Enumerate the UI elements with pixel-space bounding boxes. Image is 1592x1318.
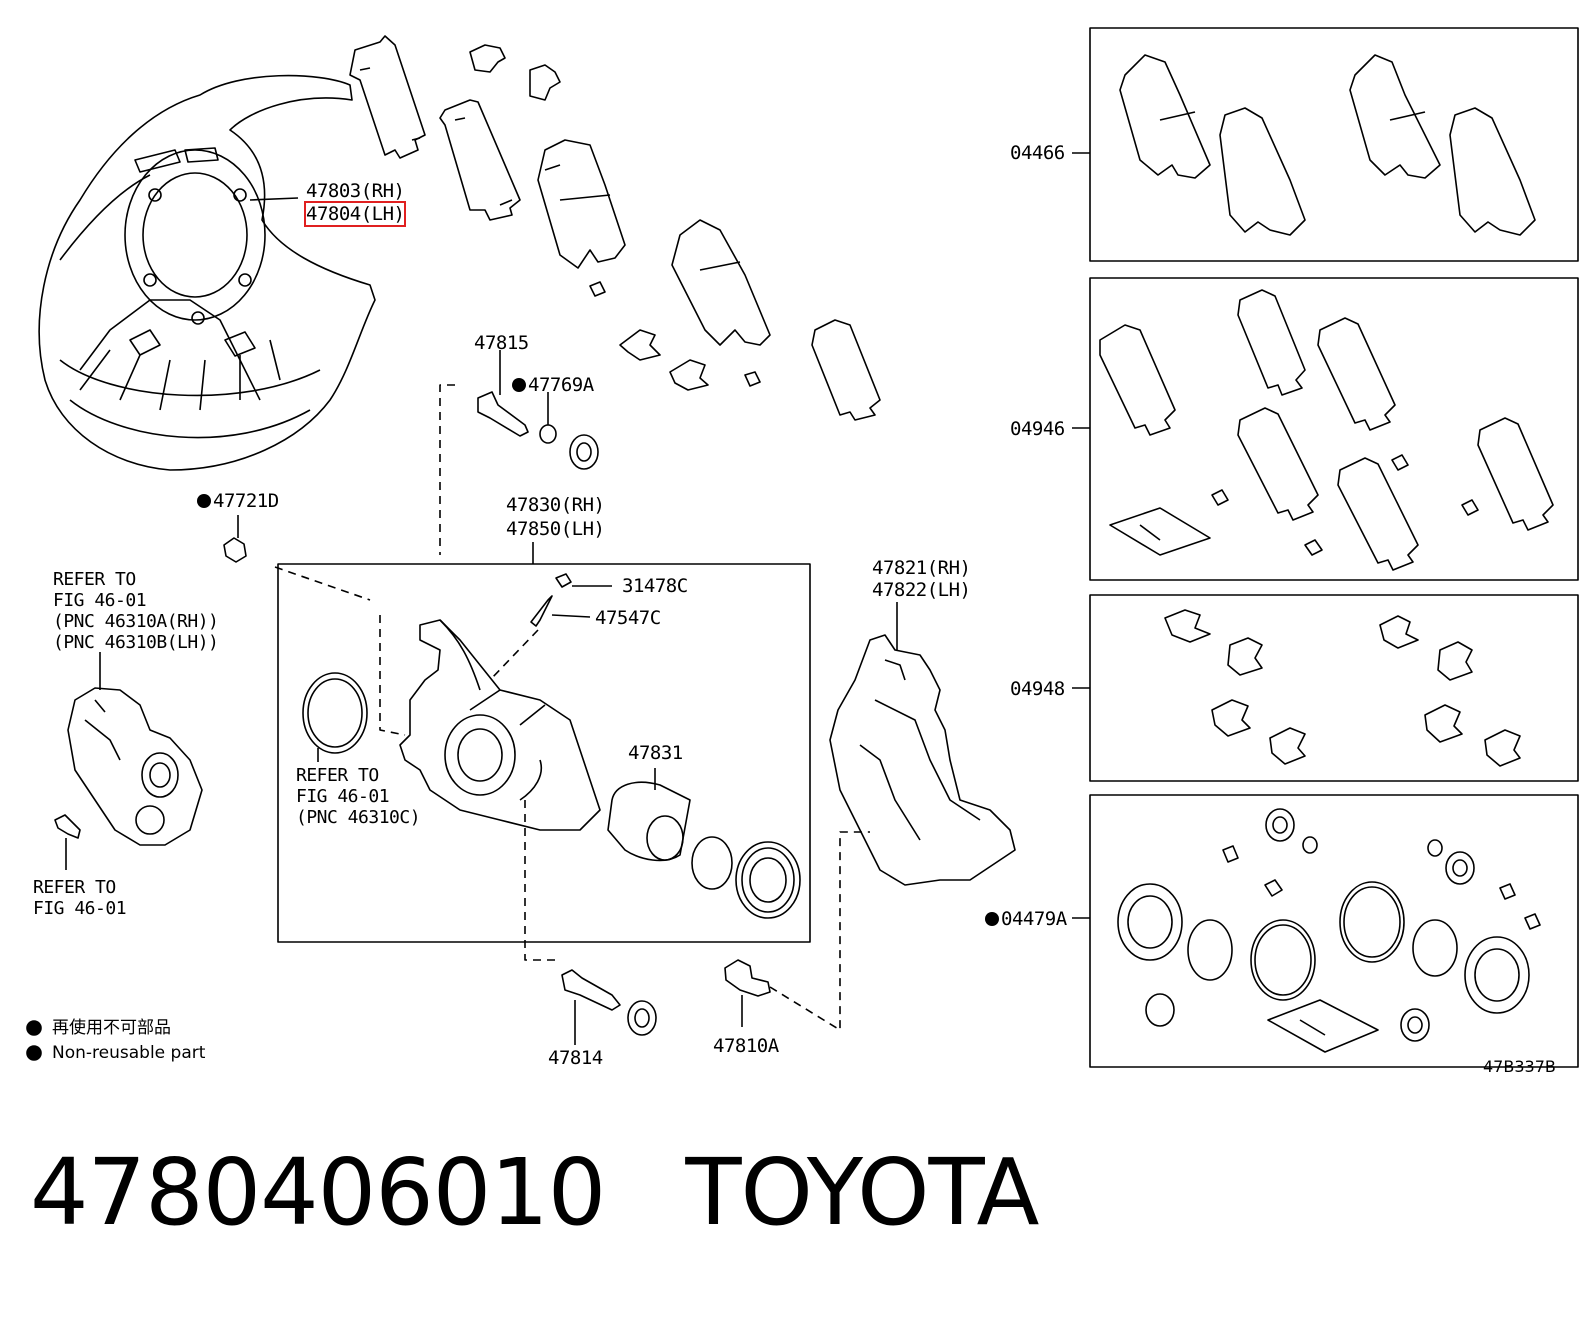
slide-pin-47815 (477, 391, 599, 470)
pad-clip-1 (469, 44, 606, 297)
cylinder-boot (735, 841, 801, 919)
legend-dot-en (26, 1045, 42, 1061)
refer-motor-line3: (PNC 46310A(RH)) (53, 611, 219, 632)
label-04466[interactable]: 04466 (1010, 142, 1065, 164)
label-04946[interactable]: 04946 (1010, 418, 1065, 440)
dash-47810A (769, 831, 870, 1031)
diagram-code: 47B337B (1483, 1057, 1556, 1076)
bolt-47810A (724, 959, 771, 1027)
anti-squeal-shim-3 (811, 319, 881, 421)
legend-en: Non-reusable part (52, 1043, 206, 1063)
refer-oring-line1: REFER TO (296, 765, 379, 786)
anti-squeal-shim-2 (439, 99, 521, 221)
label-47769A-text: 47769A (528, 374, 594, 396)
bleeder-plug (530, 573, 612, 627)
caliper-mounting (829, 602, 1016, 886)
caliper-piston (607, 768, 691, 862)
pad-kit-pads (1119, 54, 1536, 236)
label-47547C[interactable]: 47547C (595, 607, 661, 629)
bolt-left (54, 814, 81, 870)
dash-caliper (379, 615, 406, 736)
disc-brake-pad-1 (537, 139, 626, 269)
part-number-title: 4780406010 TOYOTA (30, 1138, 1040, 1248)
label-47769A[interactable]: 47769A (512, 374, 594, 396)
pad-support-plate (619, 329, 761, 391)
non-reusable-dot-icon (985, 912, 999, 926)
label-47830[interactable]: 47830(RH) (506, 494, 605, 516)
kit-box-04466 (1089, 27, 1579, 262)
bolt-47721D (223, 515, 247, 563)
non-reusable-dot-icon (197, 494, 211, 508)
dash-47814 (524, 800, 560, 961)
kit-box-04946 (1089, 277, 1579, 581)
dash-47815 (439, 384, 455, 555)
label-47804-highlighted[interactable]: 47804(LH) (303, 201, 407, 227)
label-47850[interactable]: 47850(LH) (506, 518, 605, 540)
leader-47803 (249, 197, 299, 201)
kit-box-04479A (1089, 794, 1579, 1068)
kit-box-04948 (1089, 594, 1579, 782)
disc-brake-pad-2 (671, 219, 771, 346)
label-04948[interactable]: 04948 (1010, 678, 1065, 700)
disc-brake-dust-cover (38, 74, 376, 471)
label-04479A-text: 04479A (1001, 908, 1067, 930)
refer-bolt-line2: FIG 46-01 (33, 898, 127, 919)
dash-bleeder (489, 629, 539, 681)
clip-kit-clips (1164, 609, 1521, 767)
legend-jp: 再使用不可部品 (52, 1018, 171, 1038)
label-47822[interactable]: 47822(LH) (872, 579, 971, 601)
dash-47721D (274, 566, 371, 601)
label-47831[interactable]: 47831 (628, 742, 683, 764)
slide-pin-47814 (561, 969, 657, 1045)
caliper-o-ring (302, 672, 368, 762)
label-47721D[interactable]: 47721D (197, 490, 279, 512)
label-47810A[interactable]: 47810A (713, 1035, 779, 1057)
non-reusable-dot-icon (512, 378, 526, 392)
seal-kit-parts (1117, 808, 1541, 1053)
anti-squeal-shim-1 (349, 35, 426, 159)
shim-kit-shims (1099, 289, 1554, 571)
part-number: 4780406010 (30, 1139, 606, 1246)
refer-motor-line1: REFER TO (53, 569, 136, 590)
label-47821[interactable]: 47821(RH) (872, 557, 971, 579)
label-47803[interactable]: 47803(RH) (306, 180, 405, 202)
parking-brake-actuator (67, 652, 203, 846)
refer-bolt-line1: REFER TO (33, 877, 116, 898)
piston-seal (691, 836, 733, 890)
brand-name: TOYOTA (685, 1139, 1039, 1246)
caliper-assy-box (277, 563, 811, 943)
label-04479A[interactable]: 04479A (985, 908, 1067, 930)
label-47815[interactable]: 47815 (474, 332, 529, 354)
refer-oring-line2: FIG 46-01 (296, 786, 390, 807)
caliper-cylinder (399, 619, 601, 831)
label-47814[interactable]: 47814 (548, 1047, 603, 1069)
refer-motor-line4: (PNC 46310B(LH)) (53, 632, 219, 653)
refer-motor-line2: FIG 46-01 (53, 590, 147, 611)
legend-dot-jp (26, 1020, 42, 1036)
label-47721D-text: 47721D (213, 490, 279, 512)
refer-oring-line3: (PNC 46310C) (296, 807, 421, 828)
label-31478C[interactable]: 31478C (622, 575, 688, 597)
